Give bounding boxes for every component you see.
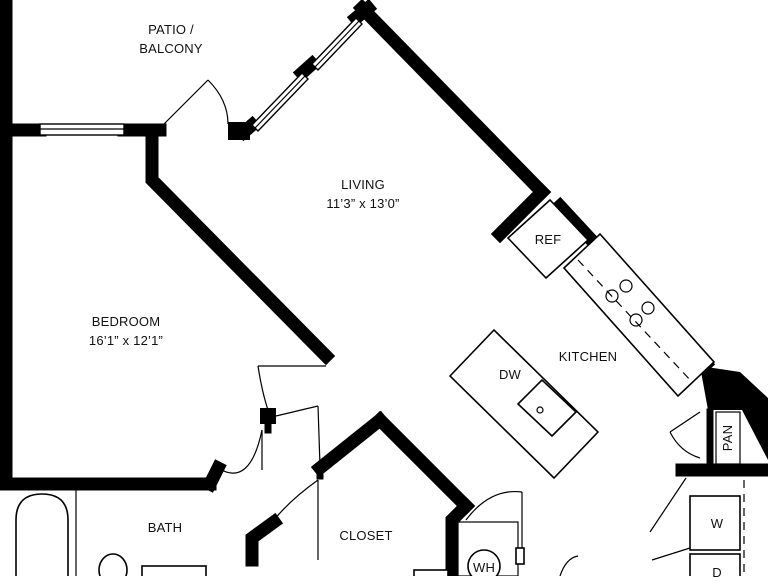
bath-name: BATH (147, 520, 183, 535)
washer-label: W (697, 514, 737, 533)
door-swings (163, 79, 701, 576)
washer-text: W (710, 516, 724, 531)
living-dims: 11’3” x 13’0” (326, 196, 400, 211)
patio-label-line2: BALCONY (139, 41, 203, 56)
water-heater (467, 549, 501, 576)
living-label: LIVING 11’3” x 13’0” (303, 175, 423, 213)
kitchen-name: KITCHEN (558, 349, 618, 364)
living-name: LIVING (341, 177, 385, 192)
wh-text: WH (472, 560, 496, 575)
kitchen-label: KITCHEN (548, 347, 628, 366)
dryer-text: D (712, 565, 722, 580)
bedroom-name: BEDROOM (91, 314, 161, 329)
bedroom-dims: 16’1” x 12’1” (88, 333, 164, 348)
dw-text: DW (498, 367, 522, 382)
refrigerator (506, 198, 590, 280)
kitchen-sink (516, 378, 578, 438)
ref-label: REF (528, 230, 568, 249)
utility-fixtures (413, 411, 745, 576)
bath-label: BATH (130, 518, 200, 537)
dryer-label: D (697, 563, 737, 582)
vanity (141, 565, 207, 576)
pan-text: PAN (720, 424, 735, 452)
closet-label: CLOSET (326, 526, 406, 545)
dryer (689, 553, 741, 576)
patio-label-line1: PATIO / (148, 22, 194, 37)
ref-text: REF (534, 232, 562, 247)
kitchen-fixtures (448, 198, 716, 480)
bathtub (15, 493, 69, 576)
closet-name: CLOSET (339, 528, 393, 543)
bedroom-label: BEDROOM 16’1” x 12’1” (66, 312, 186, 350)
pan-label: PAN (718, 418, 737, 458)
wh-label: WH (464, 558, 504, 577)
washer (689, 495, 741, 551)
toilet (98, 553, 128, 576)
dw-label: DW (490, 365, 530, 384)
bath-fixtures (15, 490, 207, 576)
patio-label: PATIO / BALCONY (126, 20, 216, 58)
pantry (715, 411, 741, 465)
windows (39, 16, 363, 136)
